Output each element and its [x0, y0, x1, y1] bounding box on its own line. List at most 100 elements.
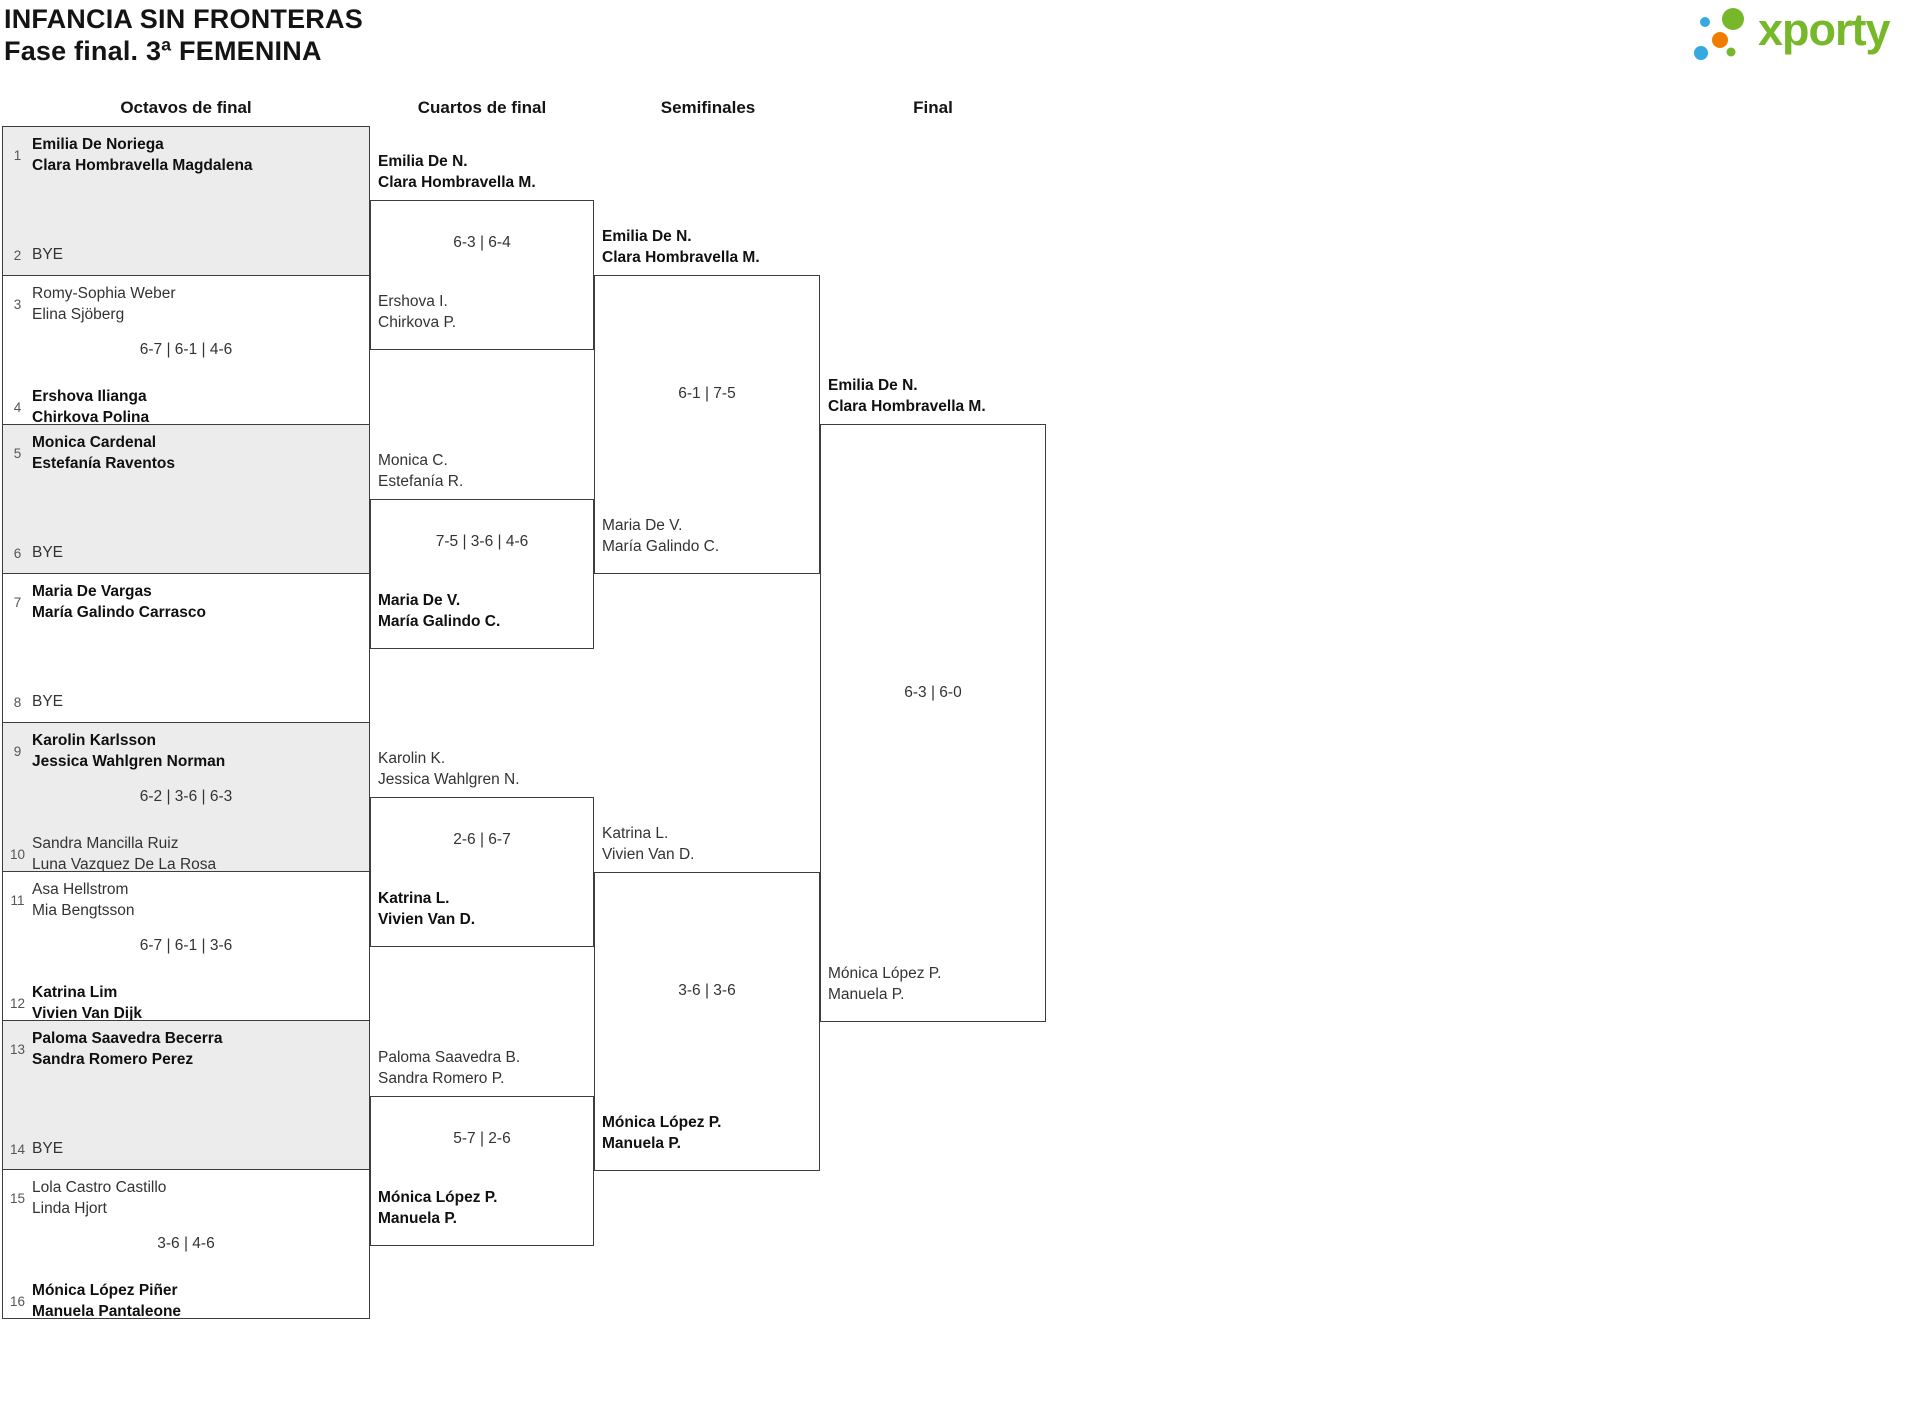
- match-score: 5-7 | 2-6: [453, 1130, 511, 1147]
- team-name: Maria De V.: [378, 592, 461, 610]
- team-name: Chirkova Polina: [32, 408, 150, 426]
- seed-number: 5: [13, 446, 22, 462]
- match-entry: 5 Monica Cardenal Estefanía Raventos: [10, 433, 361, 475]
- match-entry: 7 Maria De Vargas María Galindo Carrasco: [10, 582, 361, 624]
- advancing-team-pair: Paloma Saavedra B. Sandra Romero P.: [378, 1048, 520, 1090]
- bye-label: BYE: [32, 1140, 64, 1157]
- team-name: Clara Hombravella M.: [828, 398, 986, 416]
- advancing-team-pair: Ershova I. Chirkova P.: [378, 292, 456, 334]
- r16-match-2: 3 Romy-Sophia Weber Elina Sjöberg 6-7 | …: [2, 275, 370, 426]
- advancing-team-pair: Emilia De N. Clara Hombravella M.: [378, 152, 536, 194]
- match-entry: 8 BYE: [10, 692, 361, 713]
- team-name: Paloma Saavedra B.: [378, 1049, 521, 1067]
- match-entry: 11 Asa Hellstrom Mia Bengtsson: [10, 880, 361, 922]
- r16-match-4: 7 Maria De Vargas María Galindo Carrasco…: [2, 573, 370, 723]
- round-header-octavos: Octavos de final: [120, 98, 252, 117]
- match-entry: 9 Karolin Karlsson Jessica Wahlgren Norm…: [10, 731, 361, 773]
- seed-number: 12: [10, 996, 26, 1012]
- team-pair: Asa Hellstrom Mia Bengtsson: [32, 880, 135, 922]
- seed-number: 2: [13, 247, 22, 263]
- tournament-header: INFANCIA SIN FRONTERAS Fase final. 3ª FE…: [4, 3, 363, 68]
- seed-number: 3: [13, 297, 22, 313]
- match-score: 6-1 | 7-5: [678, 385, 736, 402]
- page-title: INFANCIA SIN FRONTERAS: [4, 4, 363, 34]
- team-name: Chirkova P.: [378, 314, 457, 332]
- team-pair: Sandra Mancilla Ruiz Luna Vazquez De La …: [32, 834, 216, 876]
- team-name: Clara Hombravella Magdalena: [32, 156, 253, 174]
- team-pair: Katrina Lim Vivien Van Dijk: [32, 983, 142, 1025]
- match-score: 3-6 | 4-6: [157, 1235, 215, 1252]
- seed-number: 16: [10, 1294, 26, 1310]
- team-pair: Emilia De Noriega Clara Hombravella Magd…: [32, 135, 253, 177]
- team-name: Vivien Van D.: [602, 846, 695, 864]
- r16-match-3: 5 Monica Cardenal Estefanía Raventos 6 B…: [2, 424, 370, 574]
- qf-match-3: Karolin K. Jessica Wahlgren N. 2-6 | 6-7…: [370, 750, 594, 947]
- advancing-team-pair: Maria De V. María Galindo C.: [602, 516, 719, 558]
- team-pair: Romy-Sophia Weber Elina Sjöberg: [32, 284, 176, 326]
- team-pair: Mónica López Piñer Manuela Pantaleone: [32, 1281, 181, 1323]
- team-name: Mónica López Piñer: [32, 1282, 178, 1299]
- round-header-cuartos: Cuartos de final: [417, 98, 547, 117]
- team-pair: Maria De Vargas María Galindo Carrasco: [32, 582, 206, 624]
- team-name: Estefanía R.: [378, 473, 464, 491]
- match-score: 6-7 | 6-1 | 3-6: [139, 937, 233, 954]
- team-name: Linda Hjort: [32, 1199, 107, 1217]
- advancing-team-pair: Monica C. Estefanía R.: [378, 451, 463, 493]
- seed-number: 15: [10, 1191, 26, 1207]
- bye-label: BYE: [32, 246, 64, 263]
- r16-match-1: 1 Emilia De Noriega Clara Hombravella Ma…: [2, 126, 370, 276]
- bye-label: BYE: [32, 693, 64, 710]
- advancing-team-pair: Katrina L. Vivien Van D.: [602, 824, 694, 866]
- xporty-logo[interactable]: xporty: [1688, 0, 1891, 67]
- qf-match-1: Emilia De N. Clara Hombravella M. 6-3 | …: [370, 153, 594, 350]
- match-score: 7-5 | 3-6 | 4-6: [435, 533, 529, 550]
- team-name: Karolin K.: [378, 750, 446, 768]
- team-name: Luna Vazquez De La Rosa: [32, 855, 217, 873]
- team-name: María Galindo C.: [378, 613, 501, 631]
- advancing-team-pair: Emilia De N. Clara Hombravella M.: [602, 227, 760, 269]
- match-score: 2-6 | 6-7: [453, 831, 511, 848]
- team-name: Katrina Lim: [32, 984, 118, 1001]
- round-header-final: Final: [913, 98, 953, 117]
- team-name: Emilia De N.: [828, 377, 918, 395]
- team-pair: Paloma Saavedra Becerra Sandra Romero Pe…: [32, 1029, 222, 1071]
- team-name: Maria De Vargas: [32, 583, 152, 600]
- page-subtitle: Fase final. 3ª FEMENINA: [4, 36, 322, 67]
- match-entry: 1 Emilia De Noriega Clara Hombravella Ma…: [10, 135, 361, 177]
- seed-number: 9: [13, 744, 22, 760]
- team-name: María Galindo Carrasco: [32, 603, 207, 621]
- sf-match-1: Emilia De N. Clara Hombravella M. 6-1 | …: [594, 228, 820, 574]
- team-name: Sandra Romero P.: [378, 1070, 505, 1088]
- bye-label: BYE: [32, 544, 64, 561]
- match-entry: 12 Katrina Lim Vivien Van Dijk: [10, 983, 361, 1025]
- team-name: Emilia De Noriega: [32, 136, 164, 153]
- team-name: Monica Cardenal: [32, 434, 157, 451]
- team-name: Jessica Wahlgren Norman: [32, 752, 226, 770]
- team-name: Elina Sjöberg: [32, 305, 125, 323]
- xporty-dots-icon: [1694, 8, 1744, 60]
- match-score: 3-6 | 3-6: [678, 982, 736, 999]
- seed-number: 7: [13, 595, 22, 611]
- team-name: Mia Bengtsson: [32, 901, 135, 919]
- xporty-wordmark: xporty: [1758, 4, 1891, 55]
- team-name: Sandra Mancilla Ruiz: [32, 835, 179, 852]
- team-pair: Lola Castro Castillo Linda Hjort: [32, 1178, 166, 1220]
- advancing-team-pair: Mónica López P. Manuela P.: [378, 1188, 497, 1230]
- team-name: Vivien Van Dijk: [32, 1004, 143, 1022]
- team-name: Lola Castro Castillo: [32, 1179, 167, 1196]
- match-entry: 6 BYE: [10, 543, 361, 564]
- match-score: 6-3 | 6-0: [904, 684, 962, 701]
- seed-number: 11: [10, 893, 25, 909]
- advancing-team-pair: Katrina L. Vivien Van D.: [378, 889, 475, 931]
- match-entry: 13 Paloma Saavedra Becerra Sandra Romero…: [10, 1029, 361, 1071]
- team-name: Mónica López P.: [828, 965, 942, 983]
- seed-number: 13: [10, 1042, 26, 1058]
- match-score: 6-2 | 3-6 | 6-3: [139, 788, 233, 805]
- r16-match-7: 13 Paloma Saavedra Becerra Sandra Romero…: [2, 1020, 370, 1170]
- advancing-team-pair: Maria De V. María Galindo C.: [378, 591, 500, 633]
- match-score: 6-7 | 6-1 | 4-6: [139, 341, 233, 358]
- seed-number: 14: [10, 1141, 26, 1157]
- team-name: Mónica López P.: [602, 1114, 722, 1132]
- match-entry: 3 Romy-Sophia Weber Elina Sjöberg: [10, 284, 361, 326]
- team-name: Vivien Van D.: [378, 911, 476, 929]
